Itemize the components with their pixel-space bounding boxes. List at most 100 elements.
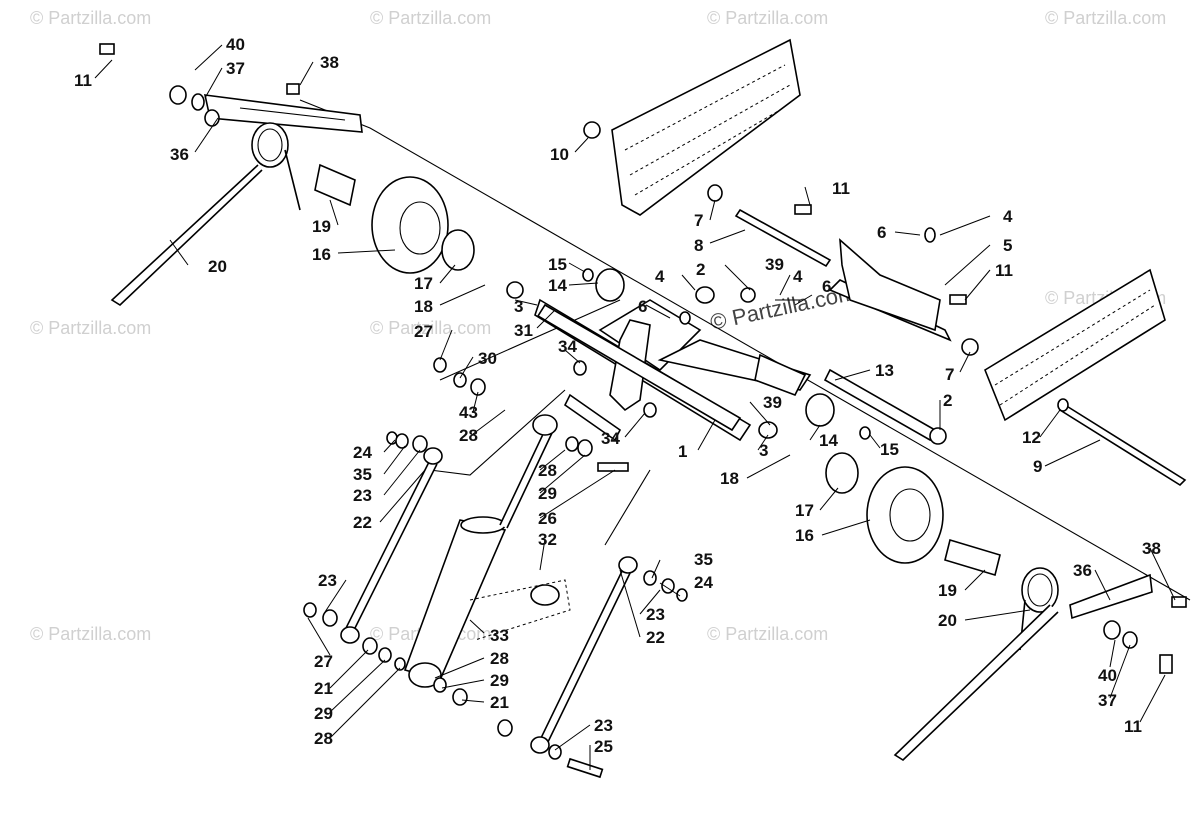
part-labels: 11 40 37 38 36 19 16 20 17 18 27 30 43 2… <box>74 35 1161 756</box>
bushing-icon <box>695 286 715 304</box>
bushing-icon <box>497 719 513 737</box>
label-24: 24 <box>353 443 372 462</box>
label-37: 37 <box>226 59 245 78</box>
label-38: 38 <box>1142 539 1161 558</box>
washer-icon <box>1057 398 1069 412</box>
label-11: 11 <box>995 261 1013 280</box>
label-14: 14 <box>548 276 567 295</box>
label-30: 30 <box>478 349 497 368</box>
label-13: 13 <box>875 361 894 380</box>
label-14: 14 <box>819 431 838 450</box>
label-17: 17 <box>414 274 433 293</box>
bushing-icon <box>412 435 428 453</box>
link-rods <box>340 447 638 754</box>
watermark: © Partzilla.com <box>707 8 828 28</box>
label-24: 24 <box>694 573 713 592</box>
label-43: 43 <box>459 403 478 422</box>
leader-lines <box>94 44 1176 770</box>
watermark: © Partzilla.com <box>707 624 828 644</box>
label-37: 37 <box>1098 691 1117 710</box>
bushing-icon <box>362 637 378 655</box>
label-27: 27 <box>414 322 433 341</box>
label-28: 28 <box>314 729 333 748</box>
washer-icon <box>1122 631 1138 649</box>
label-3: 3 <box>514 297 523 316</box>
label-21: 21 <box>490 693 509 712</box>
label-4: 4 <box>793 267 803 286</box>
washer-icon <box>453 372 467 388</box>
label-40: 40 <box>1098 666 1117 685</box>
label-8: 8 <box>694 236 703 255</box>
label-22: 22 <box>353 513 372 532</box>
ring-icon <box>582 268 594 282</box>
shafts-bolts <box>536 208 1187 487</box>
label-4: 4 <box>1003 207 1013 226</box>
label-23: 23 <box>594 716 613 735</box>
label-28: 28 <box>538 461 557 480</box>
label-35: 35 <box>694 550 713 569</box>
label-35: 35 <box>353 465 372 484</box>
nut-icon <box>583 121 601 139</box>
bolt-icon <box>286 83 300 95</box>
label-23: 23 <box>353 486 372 505</box>
label-38: 38 <box>320 53 339 72</box>
washer-icon <box>565 436 579 452</box>
assembly-line <box>299 99 1191 601</box>
label-9: 9 <box>1033 457 1042 476</box>
label-19: 19 <box>938 581 957 600</box>
label-10: 10 <box>550 145 569 164</box>
washer-icon <box>1103 620 1121 640</box>
label-31: 31 <box>514 321 533 340</box>
watermark: © Partzilla.com <box>370 318 491 338</box>
washer-icon <box>548 744 562 760</box>
label-34: 34 <box>601 429 620 448</box>
label-34: 34 <box>558 337 577 356</box>
label-21: 21 <box>314 679 333 698</box>
label-36: 36 <box>170 145 189 164</box>
washer-icon <box>643 402 657 418</box>
watermark: © Partzilla.com <box>1045 8 1166 28</box>
bolt-icon <box>1171 596 1187 608</box>
label-29: 29 <box>538 484 557 503</box>
label-2: 2 <box>696 260 705 279</box>
bushing-icon <box>929 427 947 445</box>
label-7: 7 <box>945 365 954 384</box>
label-29: 29 <box>490 671 509 690</box>
bolt-icon <box>597 462 629 472</box>
label-7: 7 <box>694 211 703 230</box>
watermark: © Partzilla.com <box>30 8 151 28</box>
label-16: 16 <box>312 245 331 264</box>
watermark: © Partzilla.com <box>30 318 151 338</box>
label-1: 1 <box>678 442 687 461</box>
label-26: 26 <box>538 509 557 528</box>
washer-icon <box>661 578 675 594</box>
nut-icon <box>740 287 756 303</box>
label-25: 25 <box>594 737 613 756</box>
label-23: 23 <box>318 571 337 590</box>
label-22: 22 <box>646 628 665 647</box>
washer-icon <box>643 570 657 586</box>
rail-plate-top <box>611 38 801 216</box>
grease-fitting-icon <box>679 311 691 325</box>
label-15: 15 <box>548 255 567 274</box>
label-3: 3 <box>759 441 768 460</box>
pivot-bushing-icon <box>805 393 835 427</box>
label-39: 39 <box>765 255 784 274</box>
washer-icon <box>395 433 409 449</box>
watermark: © Partzilla.com <box>370 8 491 28</box>
bolt-icon <box>566 757 604 779</box>
label-2: 2 <box>943 391 952 410</box>
bushing-icon <box>470 378 486 396</box>
label-6: 6 <box>638 297 647 316</box>
label-33: 33 <box>490 626 509 645</box>
bolt-icon <box>794 204 812 215</box>
label-32: 32 <box>538 530 557 549</box>
label-5: 5 <box>1003 236 1012 255</box>
label-39: 39 <box>763 393 782 412</box>
label-28: 28 <box>459 426 478 445</box>
label-17: 17 <box>795 501 814 520</box>
left-spring-assembly <box>110 94 363 307</box>
assembly-line <box>604 469 651 546</box>
